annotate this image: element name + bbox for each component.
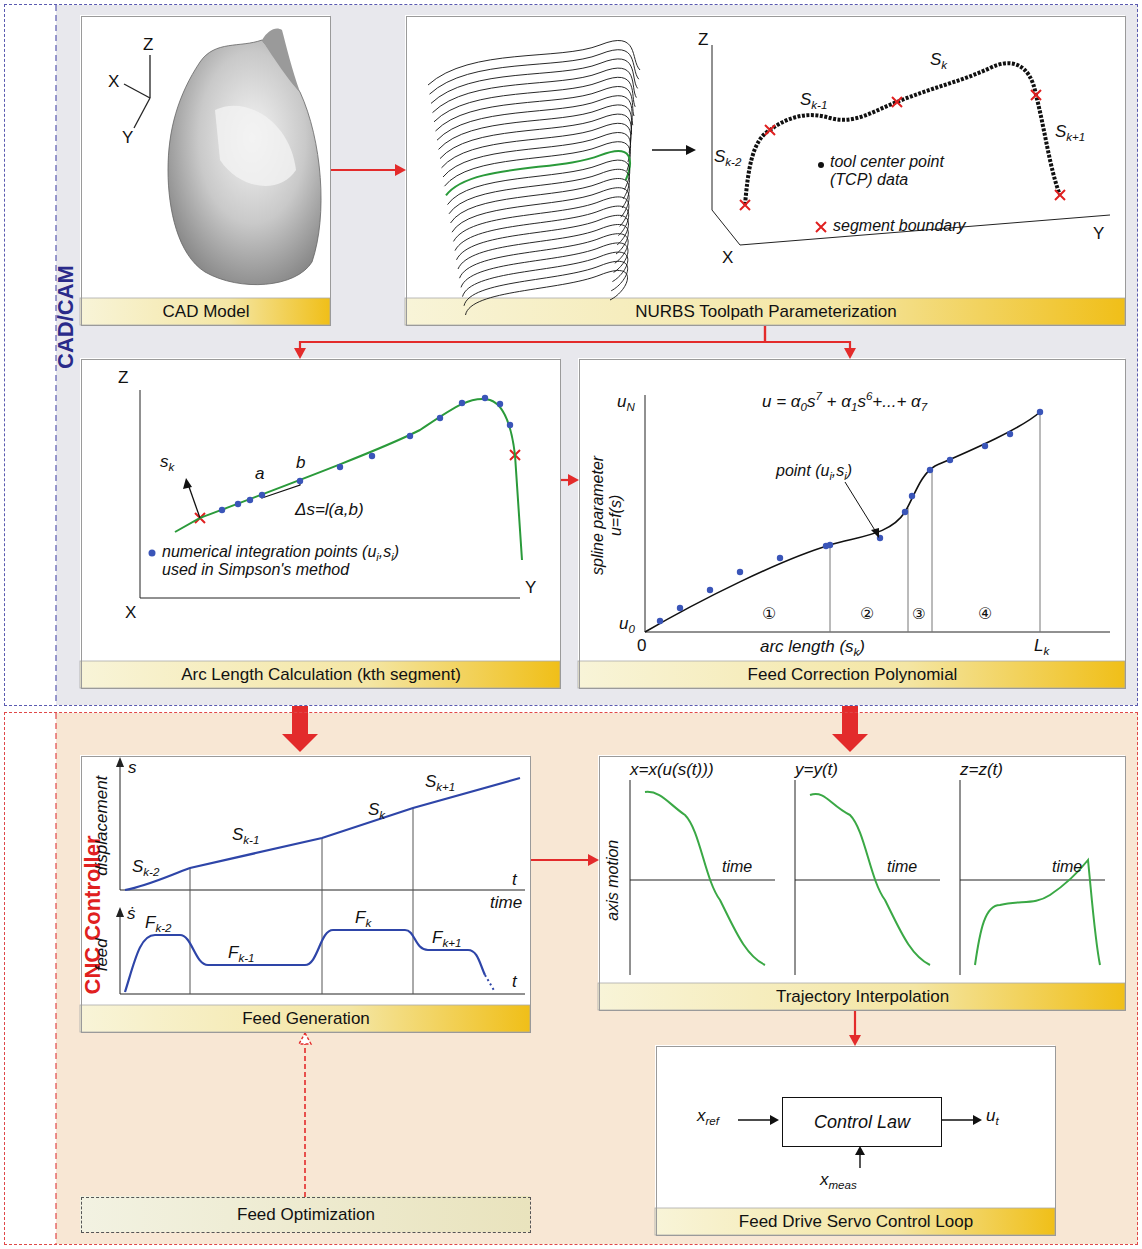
plot-label: Y <box>525 578 536 598</box>
plot-label: Fk-1 <box>228 943 254 963</box>
plot-label: ṡ <box>127 904 136 924</box>
plot-label: segment boundary <box>833 217 966 235</box>
plot-label: y=y(t) <box>795 760 838 780</box>
process-panel: Trajectory Interpolation <box>599 756 1126 1011</box>
plot-label: Z <box>118 368 128 388</box>
plot-label: sk <box>160 452 174 472</box>
flow-arrow <box>854 1011 856 1036</box>
plot-label: ④ <box>978 605 992 623</box>
plot-label: u = α0s7 + α1s6+...+ α7 <box>762 392 927 412</box>
flow-arrow <box>844 348 856 359</box>
panel-caption: NURBS Toolpath Parameterization <box>407 298 1125 325</box>
panel-caption: CAD Model <box>82 298 330 325</box>
plot-label: a <box>255 464 264 484</box>
plot-label: Z <box>143 35 153 55</box>
process-box: Control Law <box>782 1097 942 1147</box>
flow-arrow <box>300 326 765 349</box>
box-label: Control Law <box>814 1112 910 1133</box>
plot-label: Sk-1 <box>800 90 827 110</box>
box-label: Feed Optimization <box>237 1205 375 1225</box>
flow-arrow <box>304 1043 306 1197</box>
plot-label: Z <box>698 30 708 50</box>
plot-label: X <box>125 603 136 623</box>
flow-arrow <box>395 164 406 176</box>
plot-label: Y <box>122 128 133 148</box>
flow-arrow <box>561 479 569 481</box>
plot-label: s <box>128 758 137 778</box>
panel-caption: Feed Correction Polynomial <box>580 661 1125 688</box>
process-panel: CAD Model <box>81 16 331 326</box>
plot-label: Fk+1 <box>432 928 461 948</box>
plot-label: x=x(u(s(t))) <box>630 760 714 780</box>
plot-label: ① <box>762 605 776 623</box>
plot-label: displacement <box>92 776 112 876</box>
panel-caption: Feed Drive Servo Control Loop <box>657 1208 1055 1235</box>
process-panel: Arc Length Calculation (kth segment) <box>81 359 561 689</box>
plot-label: Sk-2 <box>132 857 159 877</box>
plot-label: axis motion <box>604 840 622 921</box>
plot-label: Lk <box>1034 636 1049 656</box>
flow-arrow <box>568 474 579 486</box>
region-band: CNC ControllerFeed GenerationTrajectory … <box>4 712 1138 1245</box>
plot-label: 0 <box>637 636 646 656</box>
plot-label: tool center point (TCP) data <box>830 153 970 190</box>
plot-label: X <box>108 72 119 92</box>
plot-label: t <box>512 870 517 890</box>
plot-label: time <box>722 858 752 876</box>
process-panel: Feed Drive Servo Control Loop Control Law <box>656 1046 1056 1236</box>
optional-box: Feed Optimization <box>81 1197 531 1233</box>
flow-arrow <box>531 859 589 861</box>
plot-label: numerical integration points (ui,si) use… <box>162 543 412 580</box>
plot-label: X <box>722 248 733 268</box>
panel-caption: Arc Length Calculation (kth segment) <box>82 661 560 688</box>
plot-label: spline parameter u=f(s) <box>589 445 626 585</box>
plot-label: ② <box>860 605 874 623</box>
plot-label: Sk-2 <box>714 147 741 167</box>
plot-label: feed <box>92 938 112 971</box>
plot-label: Sk <box>368 800 385 820</box>
plot-label: u0 <box>619 614 635 634</box>
plot-label: xmeas <box>820 1170 857 1190</box>
plot-label: ③ <box>912 605 925 622</box>
plot-label: Sk+1 <box>1055 122 1085 142</box>
plot-label: Fk-2 <box>145 913 171 933</box>
plot-label: b <box>296 453 305 473</box>
plot-label: xref <box>697 1106 719 1126</box>
flow-arrow <box>849 1035 861 1046</box>
plot-label: point (ui,si) <box>776 462 852 480</box>
plot-label: time <box>1052 858 1082 876</box>
region-title: CAD/CAM <box>53 265 79 369</box>
panel-caption: Feed Generation <box>82 1005 530 1032</box>
plot-label: Sk+1 <box>425 772 455 792</box>
plot-label: z=z(t) <box>960 760 1003 780</box>
plot-label: Sk <box>930 50 947 70</box>
flow-arrow <box>765 326 850 349</box>
plot-label: t <box>512 972 517 992</box>
plot-label: uN <box>617 392 635 412</box>
plot-label: Sk-1 <box>232 825 259 845</box>
plot-label: Δs=l(a,b) <box>295 500 364 520</box>
plot-label: arc length (sk) <box>760 637 865 657</box>
process-panel: Feed Generation <box>81 756 531 1033</box>
plot-label: time <box>887 858 917 876</box>
flow-arrow <box>331 169 396 171</box>
plot-label: Y <box>1093 224 1104 244</box>
flow-arrow <box>299 1033 311 1044</box>
process-panel: NURBS Toolpath Parameterization <box>406 16 1126 326</box>
plot-label: ut <box>986 1106 999 1126</box>
flow-arrow <box>588 854 599 866</box>
flow-arrow <box>294 348 306 359</box>
plot-label: time <box>490 893 522 913</box>
plot-label: Fk <box>355 908 371 928</box>
panel-caption: Trajectory Interpolation <box>600 983 1125 1010</box>
region-band: CAD/CAMCAD Model NURBS Toolpath Parameter… <box>4 4 1138 706</box>
